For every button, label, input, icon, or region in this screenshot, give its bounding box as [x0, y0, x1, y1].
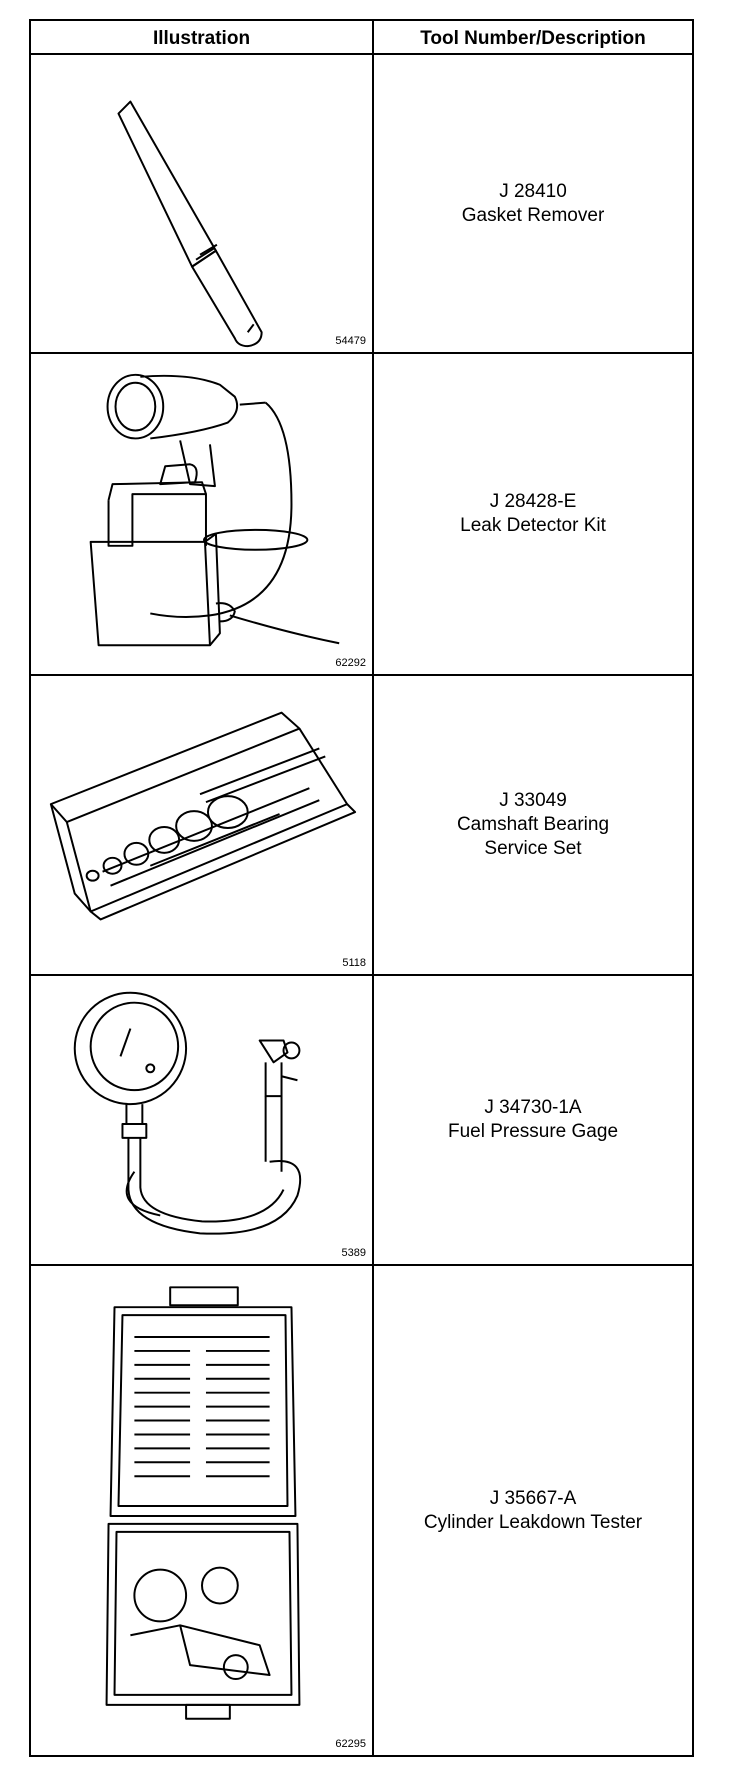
figure-number: 5389	[341, 1247, 366, 1259]
camshaft-bearing-set-icon	[49, 711, 357, 921]
table-row: 54479 J 28410 Gasket Remover	[31, 55, 692, 354]
tool-number: J 34730-1A	[484, 1097, 582, 1118]
table-row: 62295 J 35667-A Cylinder Leakdown Tester	[31, 1266, 692, 1755]
tool-description-line: Cylinder Leakdown Tester	[423, 1511, 643, 1533]
header-illustration: Illustration	[152, 28, 251, 49]
illustration-cell: 5118	[31, 676, 374, 974]
header-cell-description: Tool Number/Description	[374, 21, 692, 53]
tool-number: J 33049	[499, 790, 567, 811]
gasket-remover-icon	[117, 100, 263, 348]
figure-number: 54479	[335, 335, 366, 347]
table-row: 5118 J 33049 Camshaft Bearing Service Se…	[31, 676, 692, 976]
tool-description-line: Service Set	[484, 838, 582, 859]
tool-number: J 28428-E	[489, 491, 577, 512]
leak-detector-icon	[89, 373, 340, 647]
illustration-cell: 5389	[31, 976, 374, 1264]
table-header: Illustration Tool Number/Description	[31, 21, 692, 55]
illustration-cell: 62292	[31, 354, 374, 674]
description-cell: J 28428-E Leak Detector Kit	[374, 354, 692, 674]
figure-number: 5118	[342, 957, 366, 969]
tool-number: J 28410	[499, 180, 567, 202]
tool-description-line: Fuel Pressure Gage	[447, 1121, 619, 1142]
illustration-cell: 62295	[31, 1266, 374, 1755]
tool-description-line: Leak Detector Kit	[460, 515, 606, 536]
tool-description-line: Gasket Remover	[461, 204, 605, 226]
illustration-cell: 54479	[31, 55, 374, 352]
tool-description-line: Camshaft Bearing	[456, 814, 610, 835]
tool-number: J 35667-A	[489, 1487, 577, 1509]
tool-table: Illustration Tool Number/Description 544…	[29, 19, 694, 1757]
header-cell-illustration: Illustration	[31, 21, 374, 53]
figure-number: 62292	[335, 657, 366, 669]
description-cell: J 33049 Camshaft Bearing Service Set	[374, 676, 692, 974]
table-row: 5389 J 34730-1A Fuel Pressure Gage	[31, 976, 692, 1266]
table-row: 62292 J 28428-E Leak Detector Kit	[31, 354, 692, 676]
header-description: Tool Number/Description	[420, 28, 646, 49]
description-cell: J 28410 Gasket Remover	[374, 55, 692, 352]
fuel-pressure-gage-icon	[73, 991, 302, 1235]
description-cell: J 35667-A Cylinder Leakdown Tester	[374, 1266, 692, 1755]
description-cell: J 34730-1A Fuel Pressure Gage	[374, 976, 692, 1264]
figure-number: 62295	[335, 1738, 366, 1750]
leakdown-tester-icon	[105, 1286, 301, 1720]
